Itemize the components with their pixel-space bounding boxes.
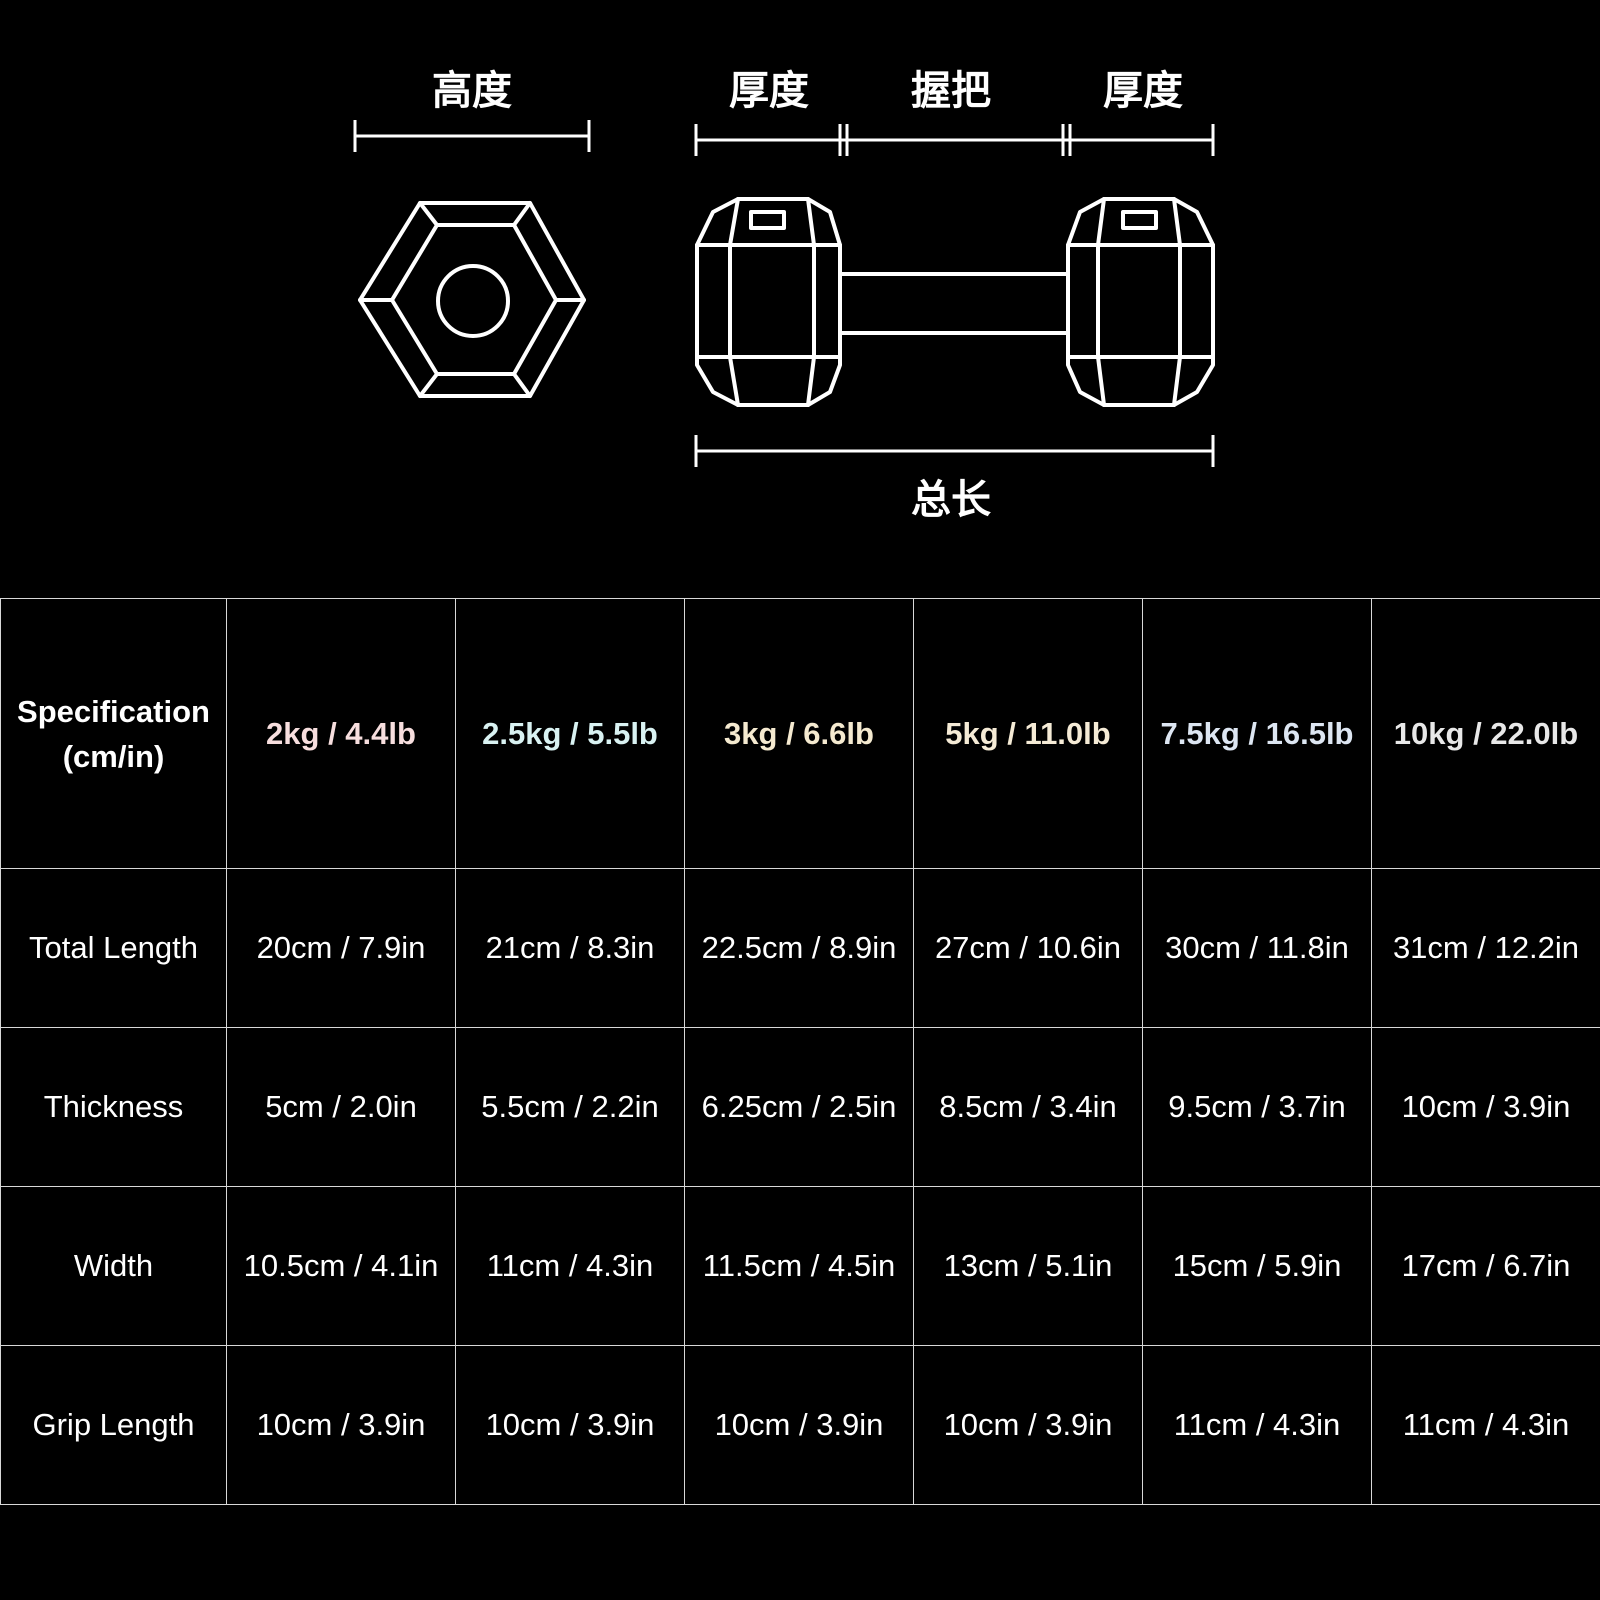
table-cell: 11cm / 4.3in (1142, 1345, 1372, 1505)
table-cell: 10cm / 3.9in (1371, 1027, 1600, 1187)
table-header-row: Specification (cm/in) 2kg / 4.4lb 2.5kg … (0, 598, 1600, 869)
table-cell: 11cm / 4.3in (1371, 1345, 1600, 1505)
weight-header-7-5kg: 7.5kg / 16.5lb (1142, 598, 1372, 869)
table-cell: 5.5cm / 2.2in (455, 1027, 685, 1187)
hexagon-end-view (358, 201, 586, 398)
row-label: Thickness (0, 1027, 227, 1187)
table-row-total-length: Total Length 20cm / 7.9in 21cm / 8.3in 2… (0, 868, 1600, 1028)
table-cell: 17cm / 6.7in (1371, 1186, 1600, 1346)
table-row-thickness: Thickness 5cm / 2.0in 5.5cm / 2.2in 6.25… (0, 1027, 1600, 1187)
weight-header-3kg: 3kg / 6.6lb (684, 598, 914, 869)
table-cell: 15cm / 5.9in (1142, 1186, 1372, 1346)
table-cell: 9.5cm / 3.7in (1142, 1027, 1372, 1187)
height-dimension-line (353, 120, 591, 152)
table-cell: 6.25cm / 2.5in (684, 1027, 914, 1187)
row-label: Grip Length (0, 1345, 227, 1505)
table-cell: 20cm / 7.9in (226, 868, 456, 1028)
table-cell: 5cm / 2.0in (226, 1027, 456, 1187)
row-label: Width (0, 1186, 227, 1346)
label-thickness-right: 厚度 (1103, 68, 1183, 114)
table-cell: 11.5cm / 4.5in (684, 1186, 914, 1346)
dumbbell-side-view (695, 197, 1215, 407)
table-row-grip-length: Grip Length 10cm / 3.9in 10cm / 3.9in 10… (0, 1345, 1600, 1505)
dumbbell-dimension-diagram: 高度 厚度 握把 厚度 (353, 68, 1215, 523)
table-cell: 27cm / 10.6in (913, 868, 1143, 1028)
label-thickness-left: 厚度 (729, 68, 809, 114)
total-length-dimension-line (694, 435, 1215, 467)
table-row-width: Width 10.5cm / 4.1in 11cm / 4.3in 11.5cm… (0, 1186, 1600, 1346)
specification-header-cell: Specification (cm/in) (0, 598, 227, 869)
table-cell: 10cm / 3.9in (684, 1345, 914, 1505)
label-grip: 握把 (911, 68, 991, 114)
label-total-length: 总长 (911, 477, 991, 523)
table-cell: 22.5cm / 8.9in (684, 868, 914, 1028)
row-label: Total Length (0, 868, 227, 1028)
table-cell: 30cm / 11.8in (1142, 868, 1372, 1028)
table-cell: 10cm / 3.9in (913, 1345, 1143, 1505)
weight-header-2-5kg: 2.5kg / 5.5lb (455, 598, 685, 869)
specification-header-line1: Specification (17, 693, 210, 729)
specification-header-line2: (cm/in) (62, 738, 165, 774)
thickness-grip-dimension-line (694, 124, 1215, 156)
table-cell: 21cm / 8.3in (455, 868, 685, 1028)
table-cell: 10.5cm / 4.1in (226, 1186, 456, 1346)
specification-table: Specification (cm/in) 2kg / 4.4lb 2.5kg … (0, 598, 1600, 1505)
table-cell: 10cm / 3.9in (226, 1345, 456, 1505)
weight-header-5kg: 5kg / 11.0lb (913, 598, 1143, 869)
table-cell: 8.5cm / 3.4in (913, 1027, 1143, 1187)
table-cell: 31cm / 12.2in (1371, 868, 1600, 1028)
table-cell: 13cm / 5.1in (913, 1186, 1143, 1346)
weight-header-10kg: 10kg / 22.0lb (1371, 598, 1600, 869)
table-cell: 10cm / 3.9in (455, 1345, 685, 1505)
label-height: 高度 (432, 68, 512, 114)
weight-header-2kg: 2kg / 4.4lb (226, 598, 456, 869)
table-cell: 11cm / 4.3in (455, 1186, 685, 1346)
